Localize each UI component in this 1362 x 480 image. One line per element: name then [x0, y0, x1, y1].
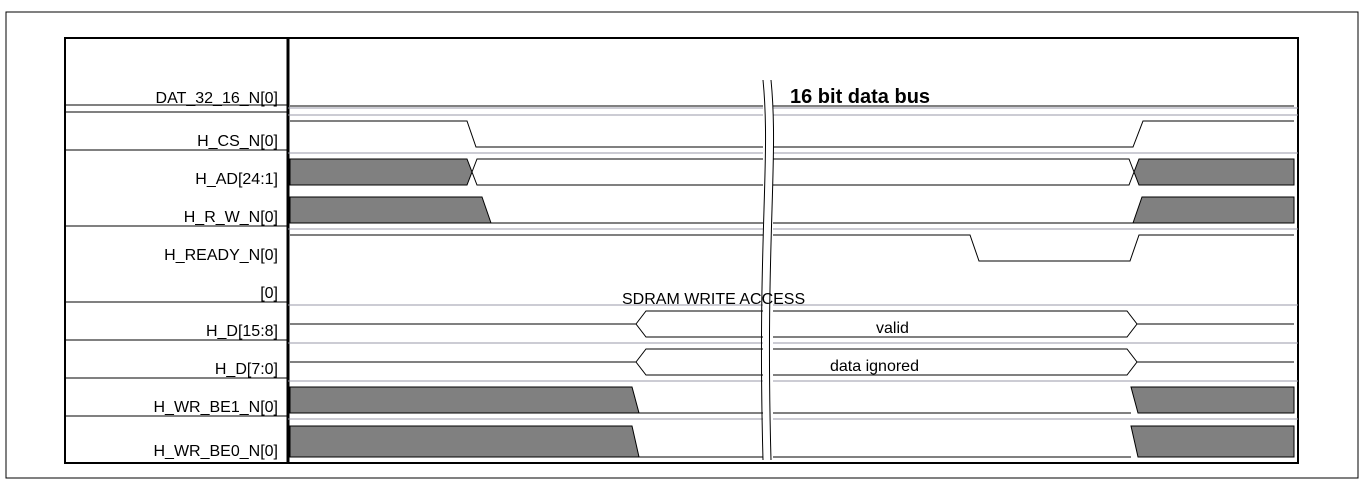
signal-label: H_AD[24:1] [195, 171, 278, 188]
access-type-annotation: SDRAM WRITE ACCESS [622, 291, 805, 308]
bus-width-annotation: 16 bit data bus [790, 86, 930, 108]
break-line [768, 79, 775, 461]
signal-waveform [471, 158, 1135, 186]
break-line [760, 79, 767, 461]
shaded-region [289, 196, 492, 224]
signal-label: H_D[7:0] [215, 361, 278, 378]
signal-label: [0] [260, 285, 278, 302]
break-gap [763, 78, 773, 460]
signal-label: H_R_W_N[0] [184, 209, 278, 226]
signal-label: H_CS_N[0] [197, 133, 278, 150]
shaded-region [289, 158, 473, 186]
signal-waveform [290, 120, 1294, 148]
signal-label: H_WR_BE0_N[0] [154, 443, 279, 460]
bus-value-label: data ignored [830, 358, 919, 375]
shaded-region [1130, 425, 1295, 458]
row-separators [65, 104, 1298, 420]
shaded-region [1133, 158, 1295, 186]
shaded-region [289, 386, 640, 414]
shaded-region [1132, 196, 1295, 224]
page-frame [5, 11, 1359, 479]
signal-labels: DAT_32_16_N[0] H_CS_N[0] H_AD[24:1] H_R_W_N… [154, 90, 279, 460]
signal-label: H_D[15:8] [206, 323, 278, 340]
shaded-region [1130, 386, 1295, 414]
shaded-region [289, 425, 640, 458]
signal-label: DAT_32_16_N[0] [156, 90, 278, 107]
diagram-frame [64, 37, 1299, 464]
time-break-markers [760, 78, 775, 461]
bus-value-label: valid [876, 320, 909, 337]
signal-label: H_WR_BE1_N[0] [154, 399, 279, 416]
signal-waveforms: valid data ignored [289, 105, 1295, 458]
signal-label: H_READY_N[0] [164, 247, 278, 264]
signal-waveform [290, 234, 1294, 262]
